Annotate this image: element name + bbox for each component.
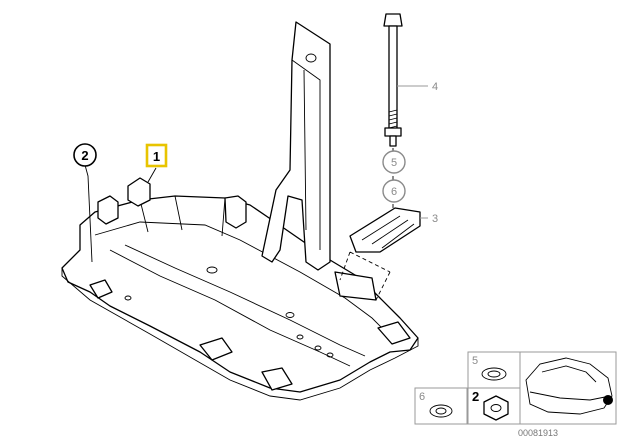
callout-4[interactable]: 4 <box>432 81 438 93</box>
car-window-line <box>541 365 597 383</box>
inset-label-2: 2 <box>472 389 479 404</box>
washer-6-hole <box>435 407 447 415</box>
car-location-marker <box>603 395 613 405</box>
car-body-line <box>529 391 611 401</box>
long-bolt <box>383 13 403 147</box>
clamp-ribs <box>361 215 415 249</box>
inset-cell-car <box>519 351 617 425</box>
washer-5-hole <box>487 370 501 378</box>
leader-1 <box>147 167 157 183</box>
callout-4-label: 4 <box>432 81 438 93</box>
tray-tab-right <box>377 321 411 345</box>
tray-channel-left <box>109 249 351 367</box>
tray-rib <box>139 195 226 237</box>
callout-5-circle <box>382 150 406 174</box>
washer-6-icon <box>429 404 453 418</box>
tray-hole <box>206 266 218 274</box>
callout-6[interactable]: 6 <box>382 179 406 203</box>
hold-down-clamp <box>349 207 421 253</box>
bolt-tip <box>389 135 397 147</box>
bracket-upright <box>261 21 331 271</box>
inset-label-6: 6 <box>419 391 425 403</box>
car-location-icon <box>525 357 613 415</box>
tray-clip-bracket <box>127 177 151 207</box>
tray-hole <box>314 345 322 351</box>
callout-1-highlight-box <box>145 143 168 168</box>
callout-3[interactable]: 3 <box>432 213 438 225</box>
washer-5-icon <box>481 367 507 381</box>
bolt-head <box>383 13 403 27</box>
tray-hook <box>224 195 247 229</box>
clamp-body <box>349 207 421 253</box>
nut-icon <box>483 395 509 421</box>
callout-5-label: 5 <box>391 157 397 169</box>
vertical-bracket <box>261 21 377 301</box>
reference-code: 00081913 <box>518 428 558 438</box>
inset-panel: 5 6 2 <box>414 351 617 425</box>
nut-hole <box>490 404 502 412</box>
tray-tab-left <box>89 279 113 299</box>
bracket-bolt-hole <box>305 53 317 63</box>
callout-6-label: 6 <box>391 186 397 198</box>
inset-cell-6 <box>414 387 468 425</box>
callout-5[interactable]: 5 <box>382 150 406 174</box>
battery-tray <box>61 177 419 401</box>
callout-1-label: 1 <box>153 149 160 164</box>
tray-front-lip <box>61 268 419 401</box>
callout-2-label: 2 <box>81 148 88 163</box>
callout-6-circle <box>382 179 406 203</box>
tray-hole <box>296 334 304 340</box>
tray-hole <box>124 295 132 301</box>
tray-hole <box>326 352 334 358</box>
tray-channel-right <box>124 244 366 357</box>
tray-tab-bottom <box>261 367 293 391</box>
clamp-alignment-dash <box>339 251 391 301</box>
bolt-thread <box>388 109 398 129</box>
inset-cell-5 <box>467 351 521 389</box>
callout-2-circle <box>73 143 97 167</box>
inset-label-5: 5 <box>472 355 478 367</box>
tray-hole <box>285 312 295 318</box>
tray-clip-bracket <box>97 195 119 225</box>
tray-tab-front <box>199 337 233 361</box>
leader-2 <box>84 164 93 263</box>
callout-3-label: 3 <box>432 213 438 225</box>
bolt-washer <box>384 127 402 137</box>
bracket-flange <box>291 59 321 250</box>
bracket-foot <box>334 271 377 301</box>
callout-1[interactable]: 1 <box>145 143 168 168</box>
callout-2[interactable]: 2 <box>73 143 97 167</box>
